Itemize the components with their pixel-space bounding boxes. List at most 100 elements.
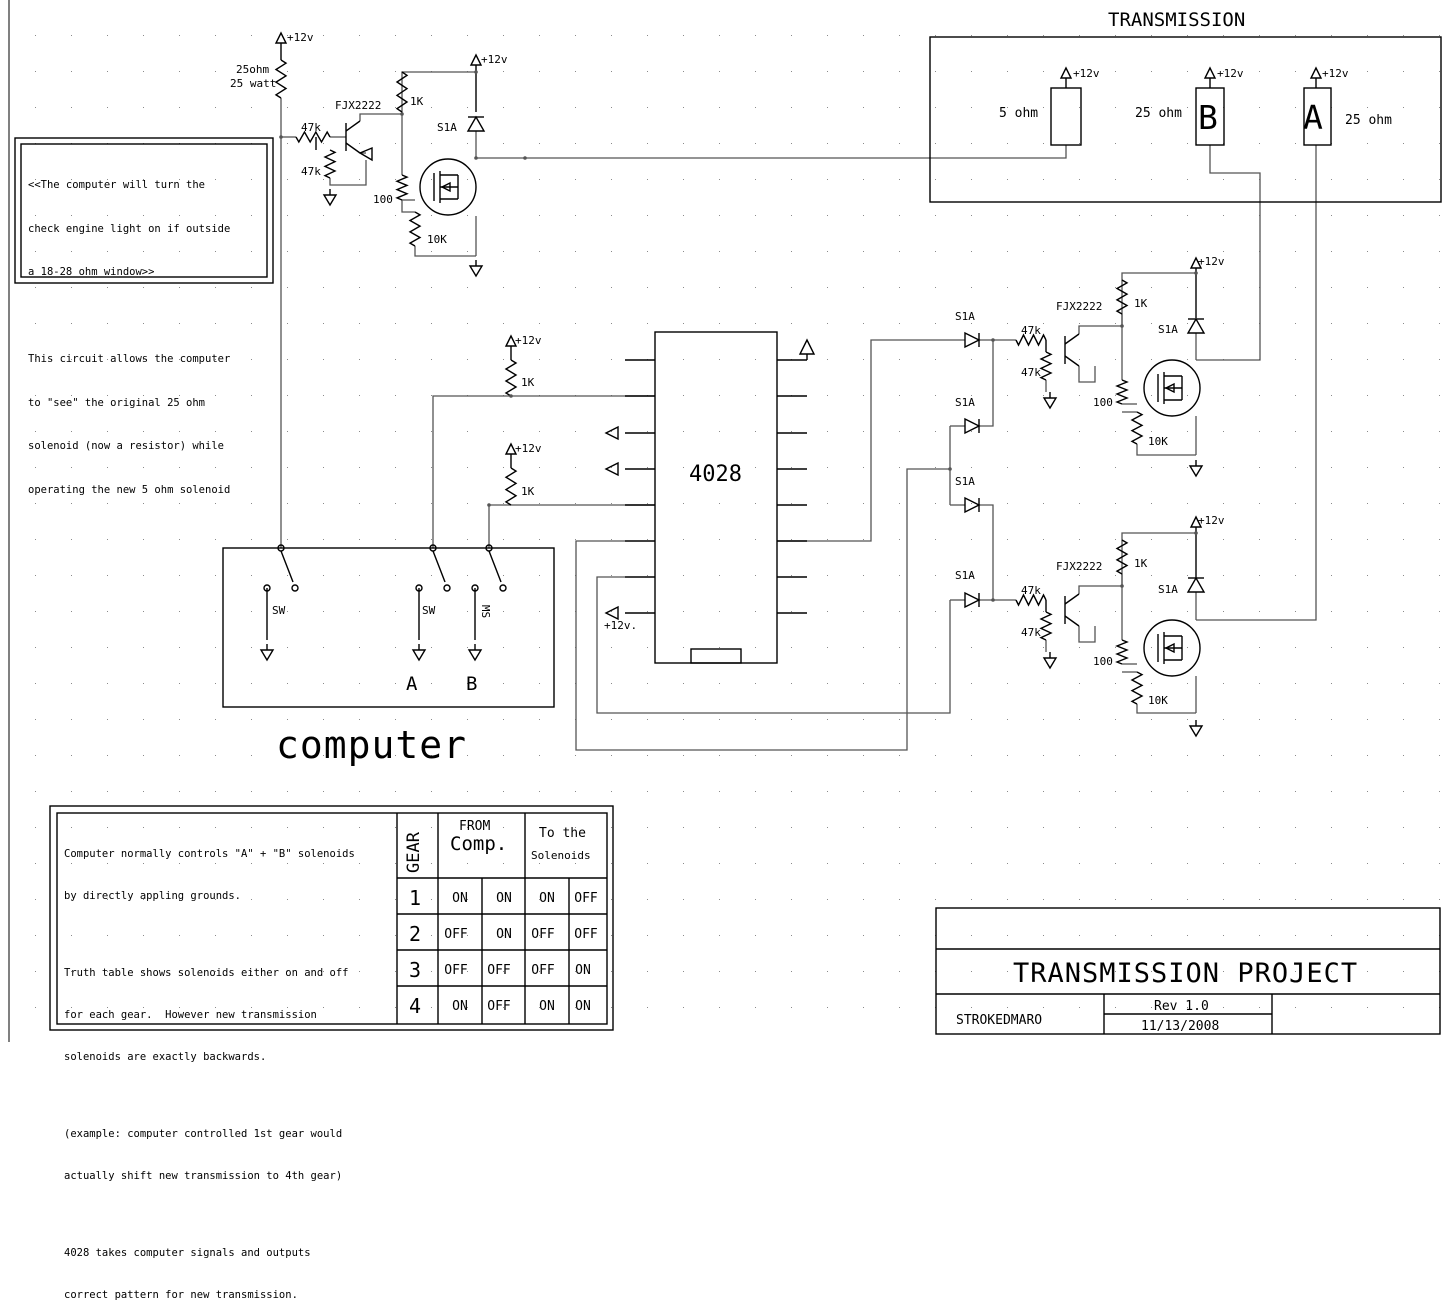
table-to-header: To the — [539, 826, 586, 841]
note-line — [64, 1211, 355, 1218]
schematic-canvas — [0, 0, 1456, 1042]
transistor-emitter — [1064, 355, 1080, 367]
wire — [1136, 704, 1196, 714]
note-truth-table: Computer normally controls "A" + "B" sol… — [64, 819, 355, 1316]
resistor — [274, 59, 288, 99]
switch-arm — [432, 550, 446, 583]
junction-dot — [948, 467, 952, 471]
note-line: This circuit allows the computer — [28, 353, 231, 365]
table-cell: ON — [496, 927, 512, 942]
supply-label: +12v — [481, 53, 508, 66]
table-from-header: Comp. — [450, 833, 508, 855]
ground-symbol — [468, 265, 484, 278]
mosfet — [1143, 619, 1201, 677]
ground-symbol — [1042, 397, 1058, 410]
diode-label: S1A — [1158, 323, 1178, 336]
resistor — [1130, 411, 1144, 445]
diode-label: S1A — [955, 396, 975, 409]
table-cell: OFF — [487, 999, 511, 1014]
table-gear-cell: 3 — [408, 958, 422, 982]
table-cell: ON — [452, 999, 468, 1014]
components — [14, 31, 1442, 1035]
diode — [466, 115, 486, 132]
note-line: by directly appling grounds. — [64, 890, 242, 902]
supply-label: +12v — [1198, 514, 1225, 527]
transistor-label: FJX2222 — [1056, 560, 1103, 573]
signal-arrow — [604, 425, 619, 441]
note-computer-window: <<The computer will turn the check engin… — [28, 149, 230, 512]
diode-label: S1A — [955, 475, 975, 488]
table-cell: ON — [539, 999, 555, 1014]
computer-label: computer — [276, 723, 468, 767]
computer-box — [222, 547, 555, 708]
grid-background — [0, 0, 1456, 1042]
mosfet-arrow — [1164, 642, 1175, 654]
truth-table-outer-box — [49, 805, 614, 1031]
resistor-47k-label: 47k — [301, 121, 321, 134]
resistor-47k-label: 47k — [1021, 324, 1041, 337]
supply-label: +12v — [1217, 67, 1244, 80]
chip-notch — [690, 648, 742, 664]
resistor-25ohm-label: 25ohm — [236, 63, 270, 76]
note-line — [64, 931, 355, 938]
diode — [964, 417, 981, 435]
wire — [1196, 145, 1317, 621]
output-b-label: B — [466, 673, 478, 695]
resistor-1k-label: 1K — [1134, 557, 1148, 570]
switch-label: SW — [422, 604, 436, 617]
resistor-1k-label: 1K — [521, 485, 535, 498]
wire — [979, 340, 994, 427]
table-cell: OFF — [574, 891, 598, 906]
wire — [432, 395, 511, 548]
note-line: 4028 takes computer signals and outputs — [64, 1247, 311, 1259]
ground-symbol — [1188, 725, 1204, 738]
resistor-47k-label: 47k — [1021, 366, 1041, 379]
mosfet — [1143, 359, 1201, 417]
table-gear-header: GEAR — [404, 832, 424, 873]
table-cell: ON — [575, 963, 591, 978]
table-cell: ON — [452, 891, 468, 906]
resistor-47k-label: 47k — [1021, 626, 1041, 639]
title-block-date: 11/13/2008 — [1141, 1019, 1220, 1034]
resistor — [1115, 539, 1129, 575]
transmission-box — [929, 36, 1442, 203]
junction-dot — [400, 112, 404, 116]
switch-label: SW — [272, 604, 286, 617]
mosfet-arrow — [440, 181, 451, 193]
wire — [575, 468, 950, 751]
resistor-10k-label: 10K — [1148, 435, 1168, 448]
note-line: to "see" the original 25 ohm — [28, 396, 206, 409]
wire — [1078, 366, 1096, 383]
junction-dot — [1194, 531, 1198, 535]
resistor-25watt-label: 25 watt — [230, 77, 277, 90]
solenoid-a — [1303, 87, 1332, 146]
title-block-revision: Rev 1.0 — [1154, 999, 1209, 1014]
supply-label: +12v. — [604, 619, 638, 632]
solenoid-25ohm-label: 25 ohm — [1345, 113, 1392, 128]
table-to-header: Solenoids — [531, 849, 591, 862]
note-line: solenoid (now a resistor) while — [28, 440, 224, 452]
switch-contact — [499, 584, 507, 592]
supply-label: +12v — [515, 334, 542, 347]
table-cell: OFF — [531, 963, 555, 978]
note-line: <<The computer will turn the — [28, 179, 206, 191]
wire — [476, 145, 1067, 159]
diode-label: S1A — [955, 569, 975, 582]
switch-arm — [488, 550, 502, 583]
chip-label: 4028 — [689, 462, 742, 487]
resistor — [1115, 379, 1129, 405]
wire — [596, 576, 951, 714]
transistor-collector — [1064, 593, 1080, 605]
table-cell: ON — [539, 891, 555, 906]
note-line: Truth table shows solenoids either on an… — [64, 967, 349, 979]
junction-dot — [1120, 324, 1124, 328]
note-line: solenoids are exactly backwards. — [64, 1051, 267, 1063]
table-cell: OFF — [531, 927, 555, 942]
wire — [401, 200, 415, 213]
note-line — [64, 1092, 355, 1099]
transistor-label: FJX2222 — [1056, 300, 1103, 313]
truth-table-inner-box — [56, 812, 608, 1025]
solenoid-b-label: B — [1198, 98, 1218, 137]
resistor-10k-label: 10K — [1148, 694, 1168, 707]
wire — [414, 246, 476, 257]
